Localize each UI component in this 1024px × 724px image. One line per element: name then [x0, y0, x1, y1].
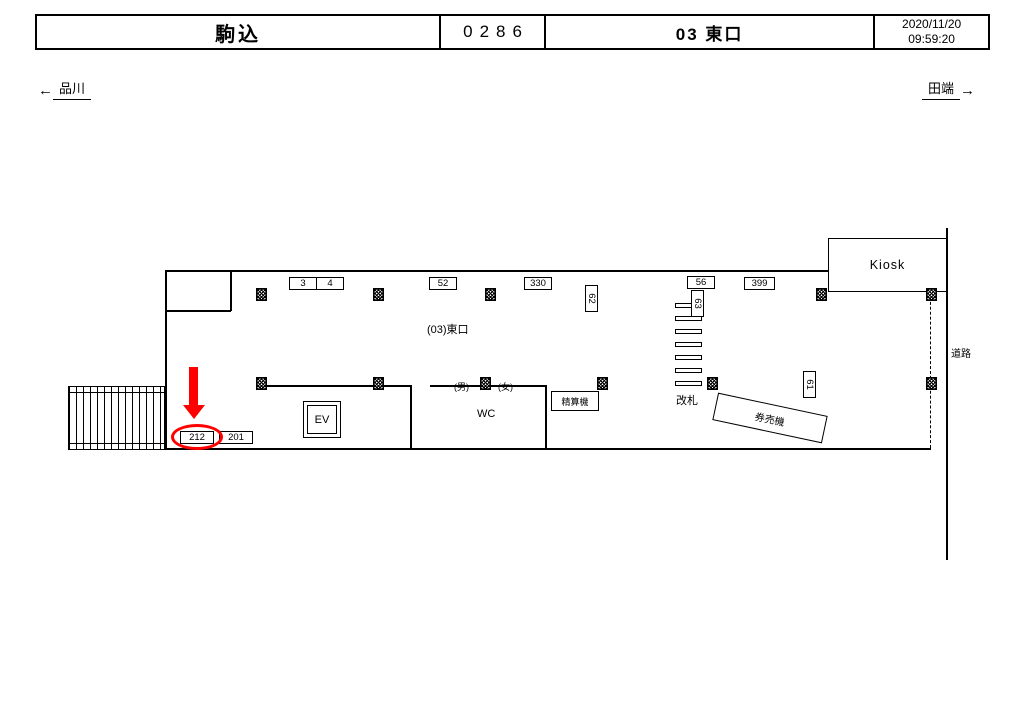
stairs — [68, 386, 165, 450]
sign-marker — [816, 288, 827, 301]
fare-machine-box: 精算機 — [551, 391, 599, 411]
sign-marker — [597, 377, 608, 390]
highlight-ellipse — [171, 424, 223, 450]
wall-bottom — [165, 448, 931, 450]
sign-marker — [707, 377, 718, 390]
highlight-arrow-icon — [189, 367, 198, 406]
ticket-gate — [675, 329, 702, 334]
stairs-rail-bottom — [68, 443, 165, 444]
kiosk-label: Kiosk — [869, 258, 906, 272]
sign-marker — [926, 377, 937, 390]
sign-marker — [373, 288, 384, 301]
sign-marker — [926, 288, 937, 301]
wc-men-label: (男) — [454, 382, 469, 392]
wc-women-label: (女) — [498, 382, 513, 392]
board-number: 0286 — [441, 16, 546, 48]
direction-left-label: 品川 — [53, 78, 92, 100]
sign-marker — [485, 288, 496, 301]
wall-wc-left — [410, 385, 412, 448]
sign-box-63[interactable]: 63 — [691, 290, 704, 317]
date-text: 2020/11/20 — [902, 17, 962, 31]
time-text: 09:59:20 — [908, 32, 955, 46]
ticket-gate — [675, 316, 702, 321]
ticket-gate — [675, 381, 702, 386]
sign-box-3[interactable]: 3 — [289, 277, 317, 290]
ticket-gate — [675, 342, 702, 347]
sign-box-62[interactable]: 62 — [585, 285, 598, 312]
elevator-room: EV — [303, 401, 341, 438]
ticket-machines-box: 券売機 — [712, 392, 828, 444]
gate-label: 改札 — [676, 395, 698, 407]
wall-top — [165, 270, 828, 272]
arrow-left-icon: ← — [38, 82, 53, 99]
sign-box-201[interactable]: 201 — [219, 431, 253, 444]
wc-label: WC — [477, 408, 496, 420]
arrow-right-icon: → — [960, 82, 976, 99]
sign-marker — [256, 288, 267, 301]
ticket-gate — [675, 355, 702, 360]
wall-step-vertical — [230, 270, 232, 311]
datetime: 2020/11/20 09:59:20 — [875, 16, 988, 48]
sign-marker — [480, 377, 491, 390]
sign-box-330[interactable]: 330 — [524, 277, 552, 290]
direction-left: ← 品川 — [38, 78, 92, 100]
sign-box-399[interactable]: 399 — [744, 277, 775, 290]
sign-marker — [373, 377, 384, 390]
sign-box-4[interactable]: 4 — [316, 277, 344, 290]
sign-box-56[interactable]: 56 — [687, 276, 715, 289]
wall-left — [165, 270, 167, 449]
station-name: 駒込 — [37, 16, 442, 48]
sign-box-52[interactable]: 52 — [429, 277, 457, 290]
wall-inner-left — [256, 385, 412, 387]
exit-label: 03 東口 — [546, 16, 876, 48]
ticket-gate — [675, 368, 702, 373]
fare-machine-label: 精算機 — [561, 396, 589, 407]
sign-box-61[interactable]: 61 — [803, 371, 816, 398]
direction-right-label: 田端 — [922, 78, 961, 100]
sign-marker — [256, 377, 267, 390]
wall-wc-right — [545, 385, 547, 448]
area-label: (03)東口 — [427, 324, 469, 336]
elevator-label: EV — [314, 413, 330, 426]
ticket-machines-label: 券売機 — [753, 411, 786, 429]
direction-right: 田端 → — [922, 78, 975, 100]
highlight-arrowhead-icon — [183, 405, 205, 419]
wall-step-horizontal — [165, 310, 231, 312]
stairs-rail-top — [68, 392, 165, 393]
header-bar: 駒込 0286 03 東口 2020/11/20 09:59:20 — [35, 14, 990, 50]
kiosk-room: Kiosk — [828, 238, 947, 292]
boundary-dashed-line — [930, 292, 931, 448]
road-line — [946, 228, 948, 560]
road-label: 道路 — [951, 349, 971, 360]
